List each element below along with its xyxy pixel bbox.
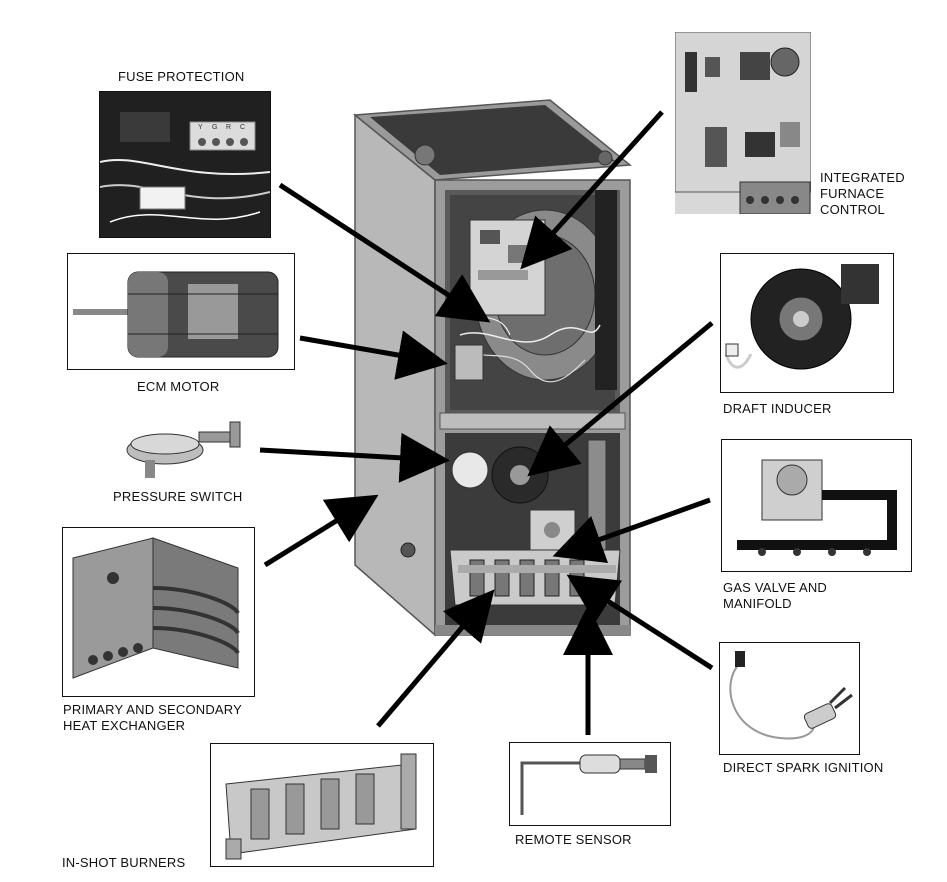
arrow-pressure-switch	[259, 432, 450, 483]
fuse-terminal-r: R	[226, 124, 232, 131]
label-remote-sensor: REMOTE SENSOR	[515, 832, 632, 847]
direct-spark-ignition-photo	[719, 642, 860, 755]
integrated-furnace-control-photo	[675, 32, 811, 214]
pressure-switch-photo	[115, 412, 250, 487]
arrow-gas-valve	[552, 497, 711, 564]
ecm-motor-photo	[67, 253, 295, 370]
label-gas-valve-manifold: GAS VALVE AND MANIFOLD	[723, 580, 827, 611]
label-draft-inducer: DRAFT INDUCER	[723, 401, 832, 416]
label-inshot-burners: IN-SHOT BURNERS	[62, 855, 186, 870]
fuse-protection-photo: Y G R C	[99, 91, 271, 238]
arrow-integrated-furnace-control	[520, 110, 664, 270]
fuse-terminal-y: Y	[198, 124, 203, 131]
fuse-terminal-c: C	[240, 124, 246, 131]
inshot-burners-photo	[210, 743, 434, 867]
label-pressure-switch: PRESSURE SWITCH	[113, 489, 243, 504]
heat-exchanger-photo	[62, 527, 255, 697]
label-fuse-protection: FUSE PROTECTION	[118, 69, 245, 84]
label-direct-spark-ignition: DIRECT SPARK IGNITION	[723, 760, 884, 775]
arrow-heat-exchanger	[263, 494, 379, 568]
arrow-fuse-protection	[278, 182, 491, 323]
fuse-terminal-g: G	[212, 124, 218, 131]
arrow-inshot-burners	[376, 589, 495, 728]
arrow-direct-spark	[566, 574, 714, 671]
label-integrated-furnace-control: INTEGRATED FURNACE CONTROL	[820, 170, 905, 217]
remote-sensor-photo	[509, 742, 671, 826]
draft-inducer-photo	[720, 253, 894, 393]
gas-valve-manifold-photo	[721, 439, 912, 572]
arrow-ecm-motor	[299, 330, 448, 380]
arrow-draft-inducer	[527, 321, 714, 477]
label-ecm-motor: ECM MOTOR	[137, 379, 220, 394]
label-heat-exchanger: PRIMARY AND SECONDARY HEAT EXCHANGER	[63, 702, 243, 733]
